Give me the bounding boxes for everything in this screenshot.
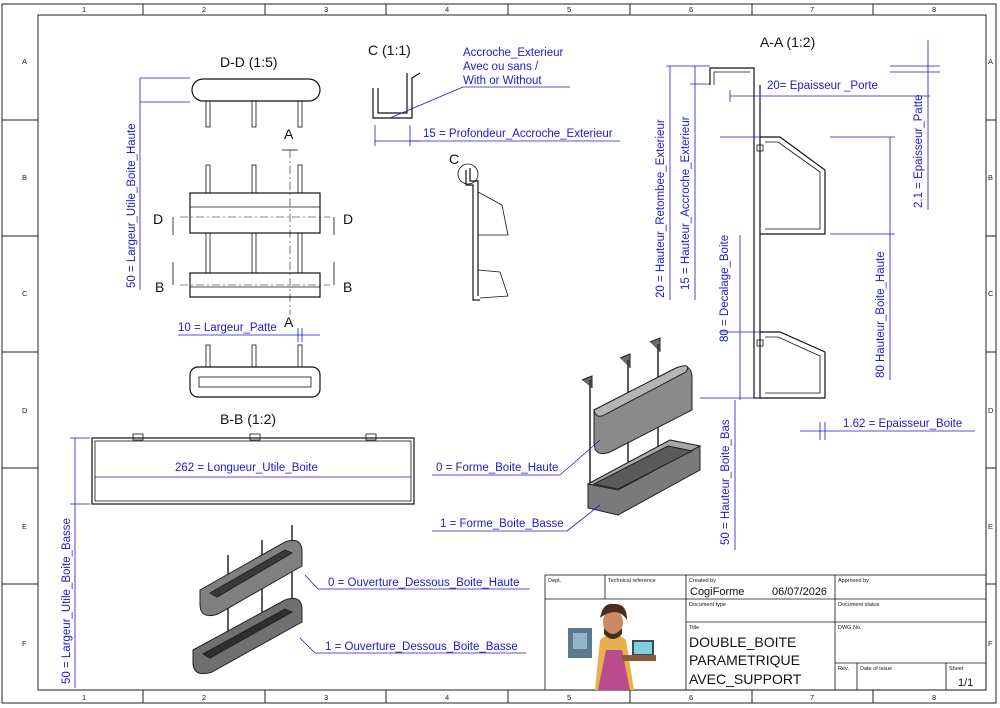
section-marker-a-bottom: A	[284, 314, 294, 330]
dim-retombee: 20 = Hauteur_Retombee_Exterieur	[655, 119, 667, 298]
zone-row-d-left: D	[22, 406, 28, 415]
zone-col-4-bottom: 4	[445, 693, 449, 702]
tb-created-date: 06/07/2026	[772, 586, 827, 598]
accroche-line2: Avec ou sans /	[463, 61, 539, 73]
zone-col-8-top: 8	[932, 5, 936, 14]
tb-title-label: Title	[689, 625, 699, 631]
label-forme-haute: 0 = Forme_Boite_Haute	[436, 462, 558, 474]
section-marker-b-right: B	[343, 279, 352, 295]
zone-row-a-right: A	[988, 57, 993, 66]
section-marker-a-top: A	[284, 126, 294, 142]
tb-title-line2: PARAMETRIQUE	[689, 652, 800, 668]
zone-labels: 1 2 3 4 5 6 7 8 1 2 3 4 5 6 7 8 A B C D …	[22, 5, 994, 702]
label-ouverture-haute: 0 = Ouverture_Dessous_Boite_Haute	[328, 577, 519, 589]
view-aa-label: A-A (1:2)	[760, 34, 815, 50]
title-block: Dept. Technical reference Created by Cog…	[544, 574, 987, 691]
zone-col-2-bottom: 2	[202, 693, 206, 702]
tb-created-label: Created by	[689, 578, 716, 584]
view-bb: B-B (1:2) 262 = Longueur_Utile_Boite 50 …	[61, 411, 415, 688]
dim-hauteur-boite-bas: 50 = Hauteur_Boite_Bas	[720, 419, 732, 545]
view-bb-label: B-B (1:2)	[220, 411, 276, 427]
zone-row-e-right: E	[988, 522, 993, 531]
dim-epaisseur-patte: 2.1 = Epaisseur_Patte	[913, 95, 925, 208]
zone-col-1-bottom: 1	[82, 693, 86, 702]
view-dd-label: D-D (1:5)	[220, 54, 278, 70]
zone-col-3-top: 3	[324, 5, 328, 14]
view-c: C (1:1) 15 = Profondeur_Accroche_Exterie…	[368, 42, 620, 146]
outer-frame	[1, 3, 997, 704]
zone-col-6-bottom: 6	[689, 693, 693, 702]
dim-epaisseur-porte: 20= Epaisseur _Porte	[767, 80, 878, 92]
zone-row-c-left: C	[22, 289, 28, 298]
zone-col-4-top: 4	[445, 5, 449, 14]
zone-col-8-bottom: 8	[932, 693, 936, 702]
tb-doctype-label: Document type	[689, 602, 726, 608]
tb-date-issue-label: Date of issue	[860, 666, 892, 672]
iso-forme-leaders: 0 = Forme_Boite_Haute 1 = Forme_Boite_Ba…	[432, 439, 601, 532]
zone-col-5-bottom: 5	[567, 693, 571, 702]
zone-col-7-top: 7	[810, 5, 814, 14]
label-ouverture-basse: 1 = Ouverture_Dessous_Boite_Basse	[325, 641, 518, 653]
section-marker-d-left: D	[153, 211, 163, 227]
side-view: C	[449, 151, 509, 301]
dim-decalage: 80 = Decalage_Boite	[719, 235, 731, 342]
zone-col-2-top: 2	[202, 5, 206, 14]
tb-docstatus-label: Document status	[838, 602, 880, 608]
tb-rev-label: Rev.	[838, 666, 849, 672]
iso-view-forme	[581, 337, 702, 516]
iso-view-ouverture	[192, 525, 303, 675]
zone-row-f-right: F	[988, 639, 993, 648]
dim-profondeur: 15 = Profondeur_Accroche_Exterieur	[423, 128, 613, 140]
accroche-title: Accroche_Exterieur	[463, 47, 564, 59]
view-dd: D-D (1:5) 50 = Largeur_Utile_Boite_Haute…	[126, 54, 353, 398]
dim-hauteur-boite-haute: 80 Hauteur_Boite_Haute	[875, 251, 887, 378]
label-forme-basse: 1 = Forme_Boite_Basse	[440, 518, 564, 530]
tb-approved-label: Approved by	[838, 578, 869, 584]
dim-epaisseur-boite: 1.62 = Epaisseur_Boite	[843, 418, 962, 430]
accroche-line3: With or Without	[463, 75, 542, 87]
dim-longueur: 262 = Longueur_Utile_Boite	[175, 462, 318, 474]
zone-ticks	[2, 4, 996, 703]
tb-dwgno-label: DWG No.	[838, 625, 862, 631]
zone-row-c-right: C	[988, 289, 994, 298]
dim-hauteur-accroche: 15 = Hauteur_Accroche_Exterieur	[680, 116, 692, 290]
tb-techref-label: Technical reference	[608, 578, 656, 584]
zone-row-b-left: B	[22, 173, 27, 182]
zone-row-f-left: F	[22, 639, 27, 648]
detail-marker-c: C	[449, 151, 459, 167]
company-logo	[568, 603, 656, 690]
zone-row-a-left: A	[22, 57, 27, 66]
section-marker-d-right: D	[343, 211, 353, 227]
iso-ouverture-leaders: 0 = Ouverture_Dessous_Boite_Haute 1 = Ou…	[299, 574, 530, 654]
view-aa: A-A (1:2)	[655, 34, 975, 550]
zone-col-7-bottom: 7	[810, 693, 814, 702]
tb-sheet-label: Sheet	[949, 666, 964, 672]
zone-row-e-left: E	[22, 522, 27, 531]
dim-largeur-basse: 50 = Largeur_Utile_Boite_Basse	[61, 518, 73, 684]
view-c-label: C (1:1)	[368, 42, 411, 58]
zone-col-1-top: 1	[82, 5, 86, 14]
zone-col-3-bottom: 3	[324, 693, 328, 702]
tb-sheet-value: 1/1	[958, 677, 973, 689]
zone-col-6-top: 6	[689, 5, 693, 14]
dim-largeur-haute: 50 = Largeur_Utile_Boite_Haute	[126, 123, 138, 288]
section-marker-b-left: B	[155, 279, 164, 295]
zone-col-5-top: 5	[567, 5, 571, 14]
zone-row-b-right: B	[988, 173, 993, 182]
zone-row-d-right: D	[988, 406, 994, 415]
tb-title-line1: DOUBLE_BOITE	[689, 634, 796, 650]
dim-largeur-patte: 10 = Largeur_Patte	[178, 322, 277, 334]
tb-created-value: CogiForme	[690, 586, 744, 598]
tb-title-line3: AVEC_SUPPORT	[689, 671, 802, 687]
tb-dept-label: Dept.	[548, 578, 562, 584]
